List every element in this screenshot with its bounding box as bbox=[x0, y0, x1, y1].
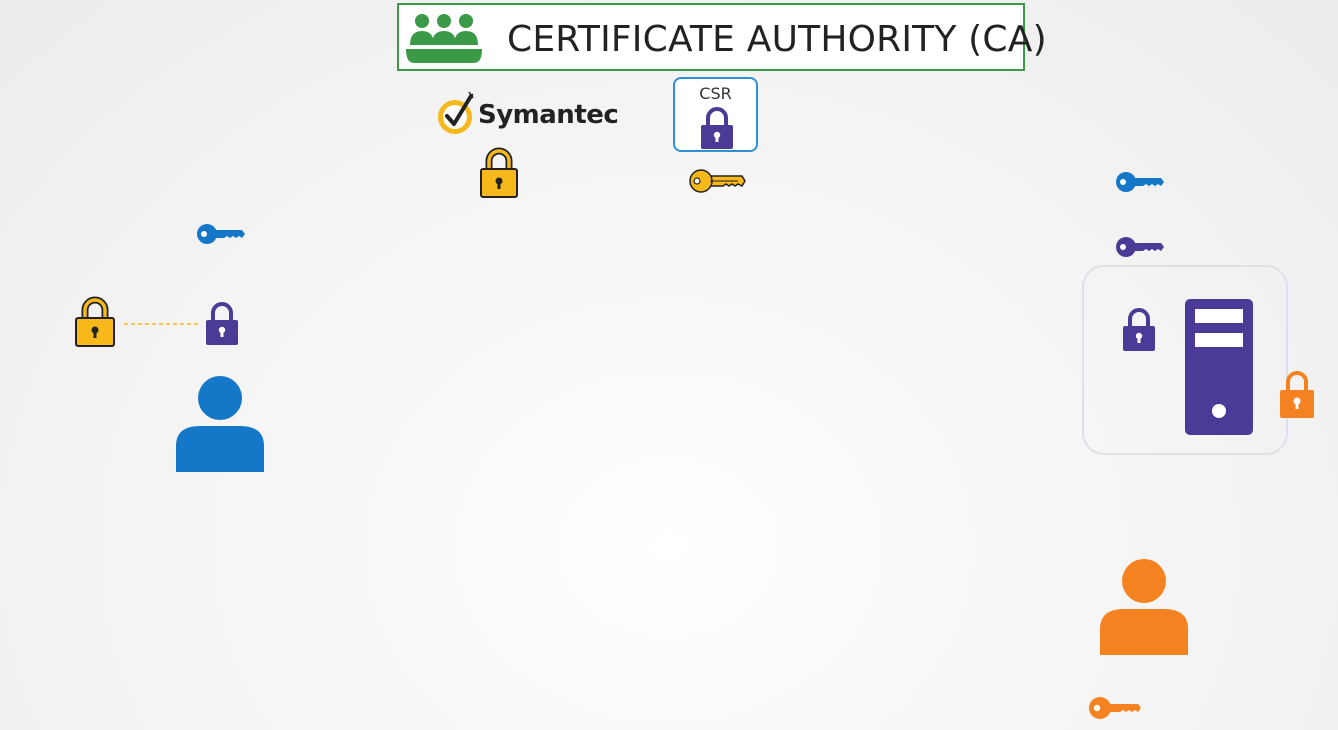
server-admin-orange-person-icon bbox=[1100, 559, 1188, 655]
server-blue-key-icon bbox=[1116, 172, 1164, 192]
server-tower-icon bbox=[1185, 299, 1253, 435]
symantec-logo-text: Symantec bbox=[478, 100, 619, 130]
symantec-check-icon bbox=[438, 91, 474, 134]
server-purple-lock-icon bbox=[1123, 308, 1155, 351]
user-purple-lock-icon bbox=[206, 302, 238, 345]
server-orange-key-icon bbox=[1089, 697, 1141, 719]
people-group-icon bbox=[406, 14, 482, 63]
ca-gold-key-icon bbox=[689, 169, 746, 193]
user-blue-person-icon bbox=[176, 376, 264, 472]
ca-banner: CERTIFICATE AUTHORITY (CA) bbox=[397, 3, 1047, 71]
csr-purple-lock-icon bbox=[701, 107, 733, 149]
csr-document: CSR bbox=[673, 77, 758, 152]
csr-label: CSR bbox=[699, 84, 732, 103]
user-blue-key-icon bbox=[197, 224, 245, 244]
server-frame bbox=[1082, 265, 1288, 455]
lock-connector-line bbox=[124, 323, 200, 325]
user-gold-lock-icon bbox=[75, 296, 115, 347]
ca-title: CERTIFICATE AUTHORITY (CA) bbox=[507, 19, 1047, 60]
server-orange-lock-icon bbox=[1280, 371, 1314, 418]
server-purple-key-icon bbox=[1116, 237, 1164, 257]
ca-gold-lock-icon bbox=[480, 147, 518, 198]
